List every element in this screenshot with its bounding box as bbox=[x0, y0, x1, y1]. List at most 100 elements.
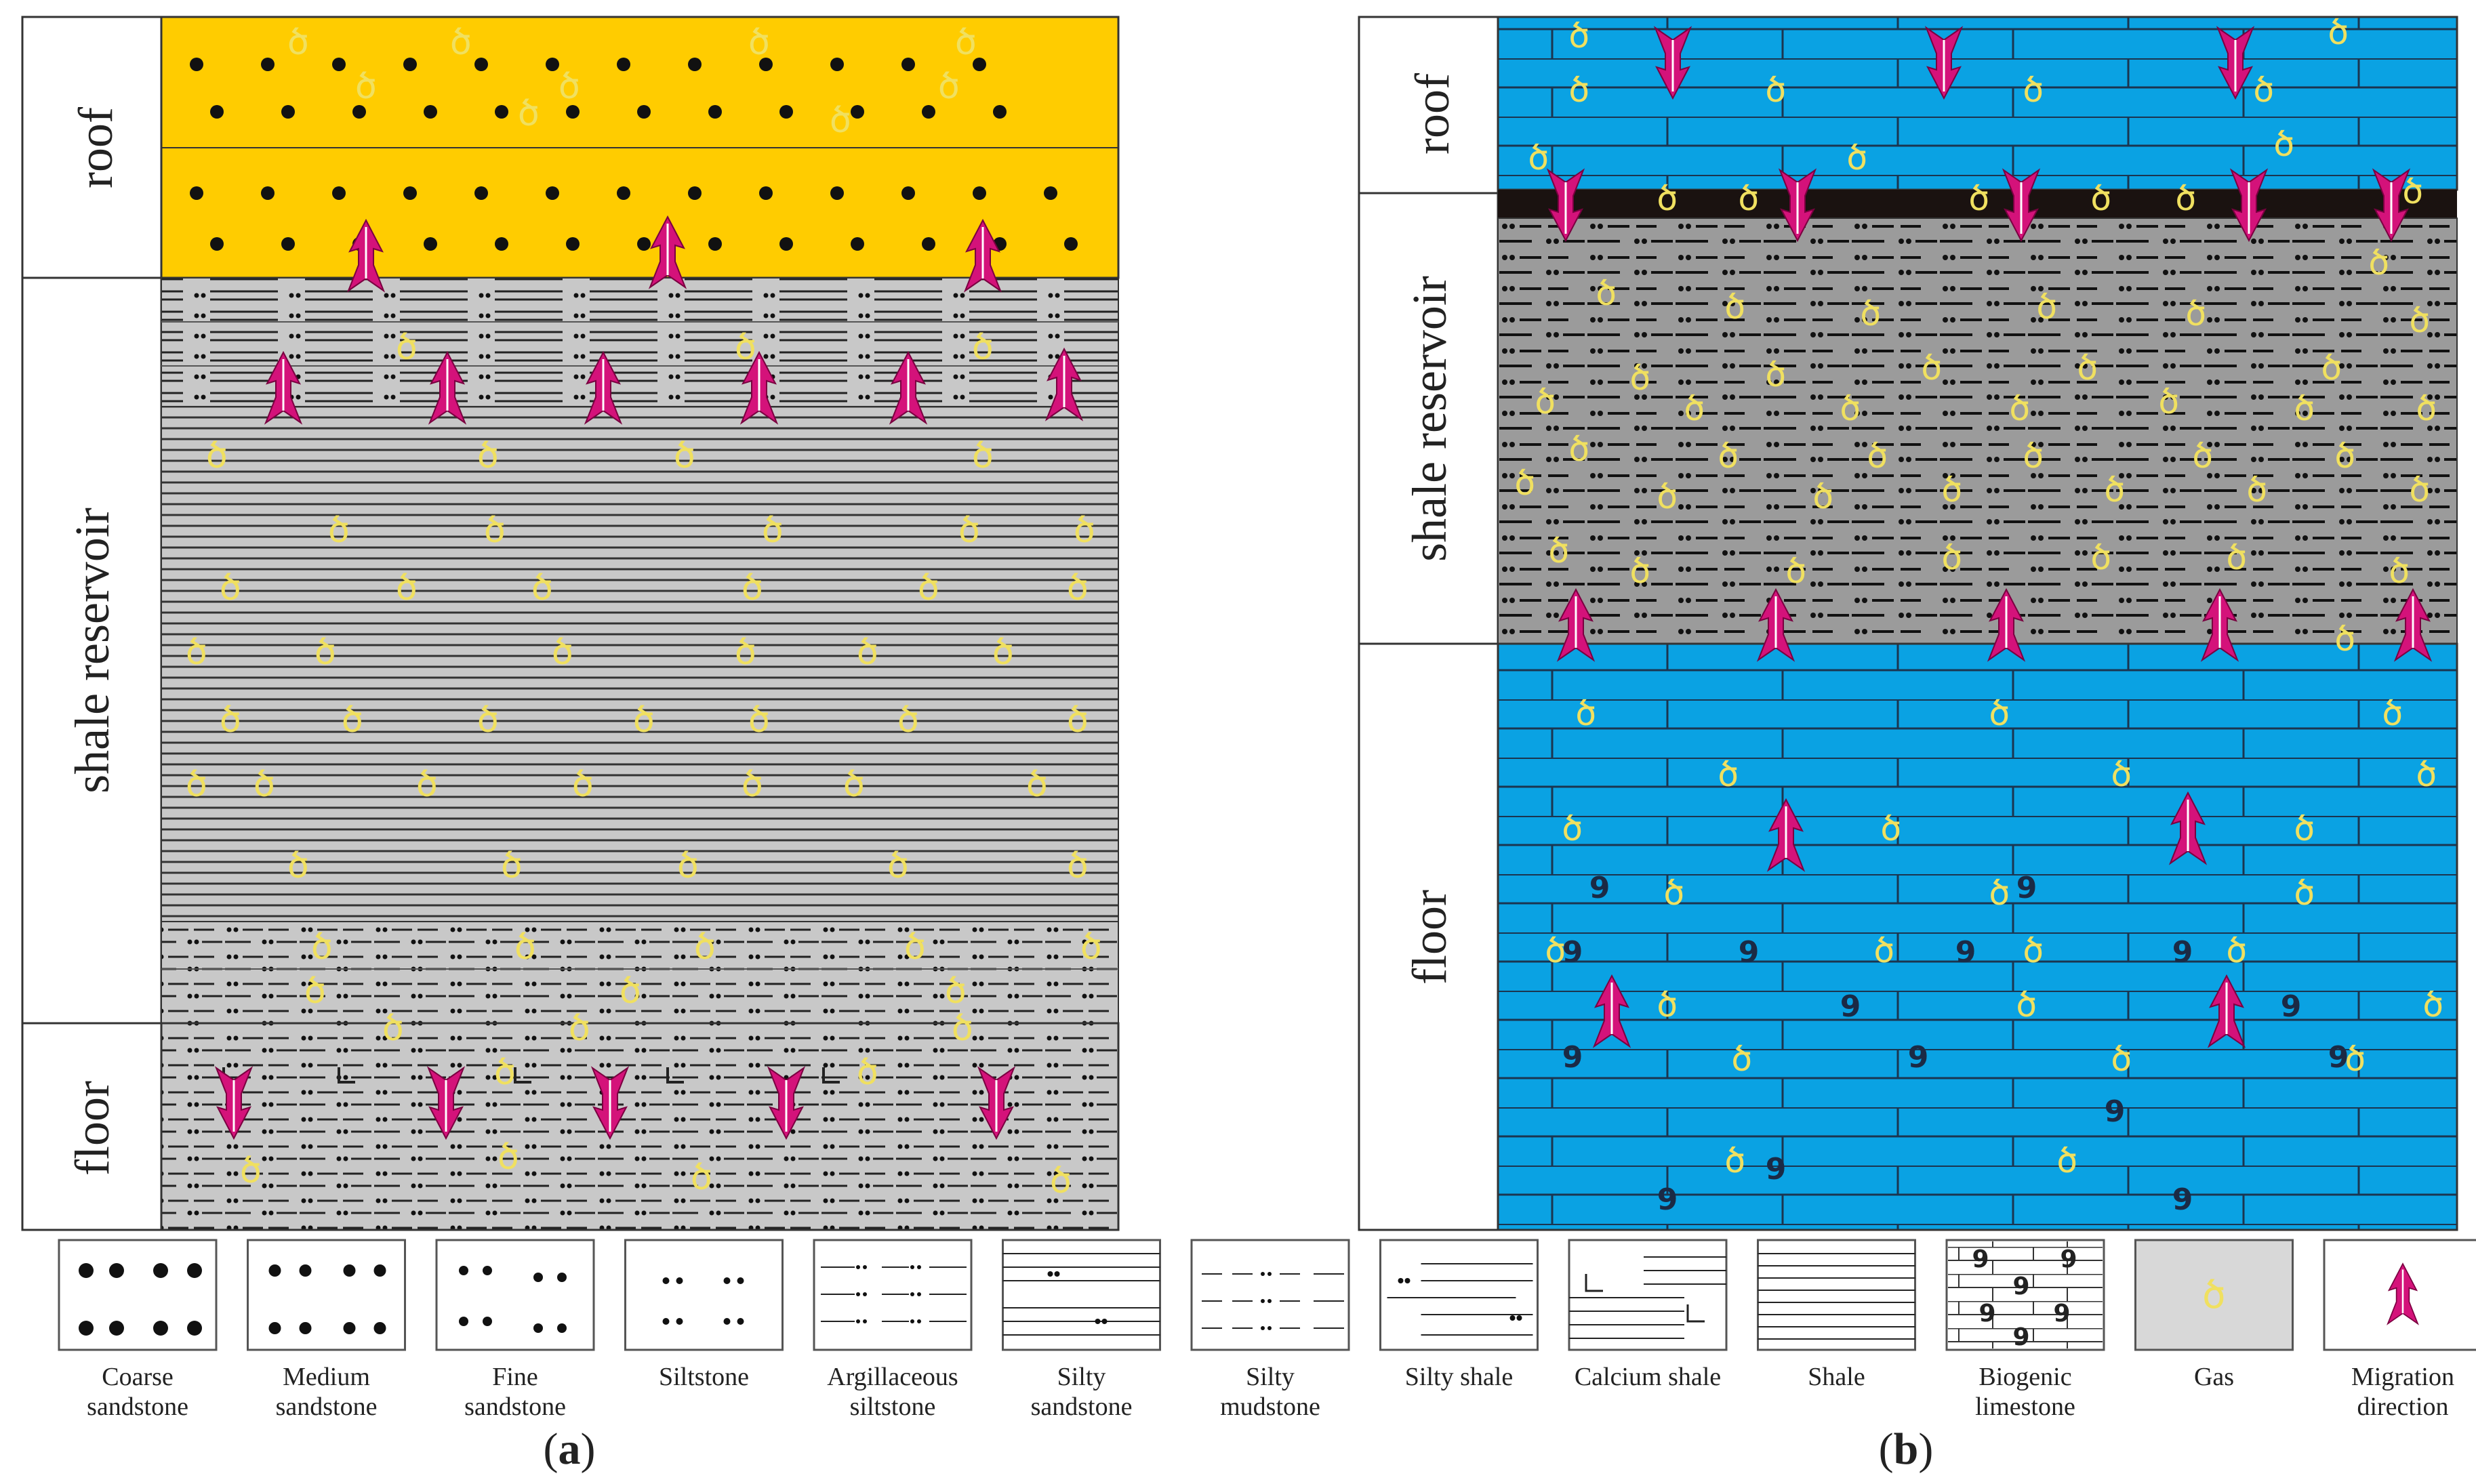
migration-arrow-down bbox=[590, 1066, 630, 1140]
gas-icon: ծ bbox=[830, 100, 851, 141]
gas-icon: ծ bbox=[1026, 764, 1048, 805]
sand-grain bbox=[922, 105, 935, 119]
sand-grain bbox=[403, 186, 417, 200]
sand-grain bbox=[851, 237, 864, 251]
svg-text:ծ: ծ bbox=[2202, 1273, 2226, 1317]
gas-icon: ծ bbox=[955, 22, 977, 63]
gas-icon: ծ bbox=[2345, 1039, 2366, 1079]
gas-icon: ծ bbox=[1840, 389, 1861, 428]
gas-icon: ծ bbox=[2294, 873, 2315, 913]
gas-icon: ծ bbox=[1731, 1039, 1752, 1079]
gas-icon: ծ bbox=[1050, 1161, 1072, 1201]
gas-icon: ծ bbox=[620, 971, 641, 1012]
gas-icon: ծ bbox=[674, 436, 695, 476]
sand-grain bbox=[901, 58, 915, 71]
gas-icon: ծ bbox=[1785, 552, 1806, 591]
migration-arrow-up bbox=[1756, 588, 1795, 662]
gas-icon: ծ bbox=[1657, 179, 1678, 218]
gas-icon: ծ bbox=[2185, 294, 2206, 333]
sand-grain bbox=[637, 237, 651, 251]
sand-grain bbox=[352, 105, 366, 119]
gas-icon: ծ bbox=[904, 927, 926, 968]
sand-grain bbox=[779, 105, 793, 119]
gas-icon: ծ bbox=[1812, 477, 1833, 516]
svg-text:9: 9 bbox=[2012, 1323, 2029, 1351]
panel-a-roof-cell bbox=[21, 16, 163, 279]
sand-grain bbox=[566, 105, 580, 119]
biogenic-fossil-icon: 9 bbox=[1562, 935, 1583, 970]
legend-label: Argillaceous bbox=[827, 1363, 958, 1391]
legend-label: Siltstone bbox=[659, 1363, 749, 1391]
sand-grain bbox=[474, 58, 488, 71]
gas-icon: ծ bbox=[857, 632, 878, 673]
gas-icon: ծ bbox=[477, 436, 499, 476]
migration-arrow-up bbox=[2393, 588, 2433, 662]
gas-icon: ծ bbox=[1765, 70, 1786, 110]
legend-label: siltstone bbox=[850, 1393, 936, 1421]
gas-icon: ծ bbox=[514, 927, 536, 968]
gas-icon: ծ bbox=[2368, 243, 2389, 283]
gas-icon: ծ bbox=[762, 510, 784, 551]
sand-grain bbox=[759, 186, 773, 200]
gas-icon: ծ bbox=[2321, 348, 2342, 388]
gas-icon: ծ bbox=[1575, 694, 1596, 733]
gas-icon: ծ bbox=[1067, 846, 1089, 886]
gas-icon: ծ bbox=[206, 436, 228, 476]
sand-grain bbox=[190, 186, 203, 200]
gas-icon: ծ bbox=[1724, 287, 1745, 327]
migration-arrow-up bbox=[584, 350, 623, 425]
sand-grain bbox=[973, 58, 986, 71]
sand-grain bbox=[851, 105, 864, 119]
migration-arrow-up bbox=[2207, 974, 2246, 1048]
legend-label: Coarse bbox=[102, 1363, 174, 1391]
migration-arrow-up bbox=[428, 350, 467, 425]
gas-icon: ծ bbox=[748, 700, 770, 741]
gas-icon: ծ bbox=[2273, 125, 2294, 164]
gas-icon: ծ bbox=[748, 22, 770, 63]
panel-a-reservoir-cell bbox=[21, 276, 163, 1025]
gas-icon: ծ bbox=[287, 846, 309, 886]
migration-arrow-up bbox=[1987, 588, 2026, 662]
gas-icon: ծ bbox=[2226, 538, 2247, 577]
sand-grain bbox=[332, 58, 346, 71]
svg-text:9: 9 bbox=[2060, 1245, 2077, 1273]
biogenic-fossil-icon: 9 bbox=[1766, 1152, 1787, 1187]
svg-text:9: 9 bbox=[2012, 1273, 2029, 1300]
gas-icon: ծ bbox=[1873, 931, 1894, 970]
sand-grain bbox=[403, 58, 417, 71]
gas-icon: ծ bbox=[1941, 538, 1962, 577]
legend-label: Silty bbox=[1057, 1363, 1106, 1391]
gas-icon: ծ bbox=[2036, 287, 2057, 327]
gas-icon: ծ bbox=[1738, 179, 1759, 218]
gas-icon: ծ bbox=[2016, 985, 2037, 1025]
gas-icon: ծ bbox=[2389, 552, 2410, 591]
panel-a-floor-layer bbox=[160, 1022, 1120, 1231]
legend-label: Silty shale bbox=[1405, 1363, 1513, 1391]
gas-icon: ծ bbox=[2023, 931, 2044, 970]
sand-grain bbox=[281, 105, 295, 119]
gas-icon: ծ bbox=[498, 1137, 519, 1178]
migration-arrow-down bbox=[767, 1066, 806, 1140]
gas-icon: ծ bbox=[1989, 694, 2010, 733]
sand-grain bbox=[1044, 186, 1057, 200]
gas-icon: ծ bbox=[382, 1008, 404, 1049]
migration-arrow-down bbox=[214, 1066, 253, 1140]
gas-icon: ծ bbox=[1657, 985, 1678, 1025]
legend-label: Migration bbox=[2351, 1363, 2454, 1391]
sand-grain bbox=[495, 237, 508, 251]
sand-grain bbox=[901, 186, 915, 200]
legend-label: Gas bbox=[2194, 1363, 2234, 1391]
legend-swatch bbox=[1568, 1239, 1728, 1351]
gas-icon: ծ bbox=[1724, 1141, 1745, 1180]
gas-icon: ծ bbox=[2334, 436, 2355, 476]
gas-icon: ծ bbox=[972, 327, 994, 368]
panel-a-floor-label: floor bbox=[65, 1081, 119, 1176]
legend-swatch-pattern bbox=[1758, 1253, 1915, 1340]
panel-a-migration-arrows bbox=[214, 215, 1084, 1140]
gas-icon: ծ bbox=[220, 700, 241, 741]
